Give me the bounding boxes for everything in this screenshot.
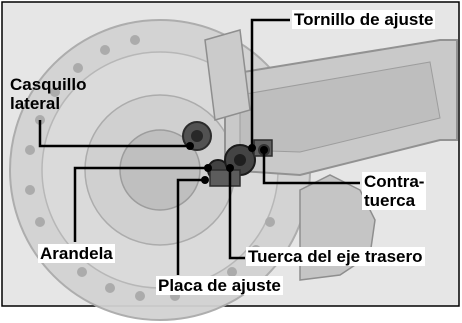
adjusting-plate-part [209,169,241,187]
label-washer: Arandela [38,244,115,263]
label-rear-axle-nut: Tuerca del eje trasero [246,247,425,266]
illustration [4,4,458,321]
label-adjusting-plate: Placa de ajuste [156,276,283,295]
leader-dots [186,142,268,184]
label-side-collar: Casquillo lateral [10,75,87,113]
label-lock-nut: Contra- tuerca [362,172,427,210]
label-adjusting-bolt: Tornillo de ajuste [292,10,436,29]
leader-lines [38,18,360,275]
